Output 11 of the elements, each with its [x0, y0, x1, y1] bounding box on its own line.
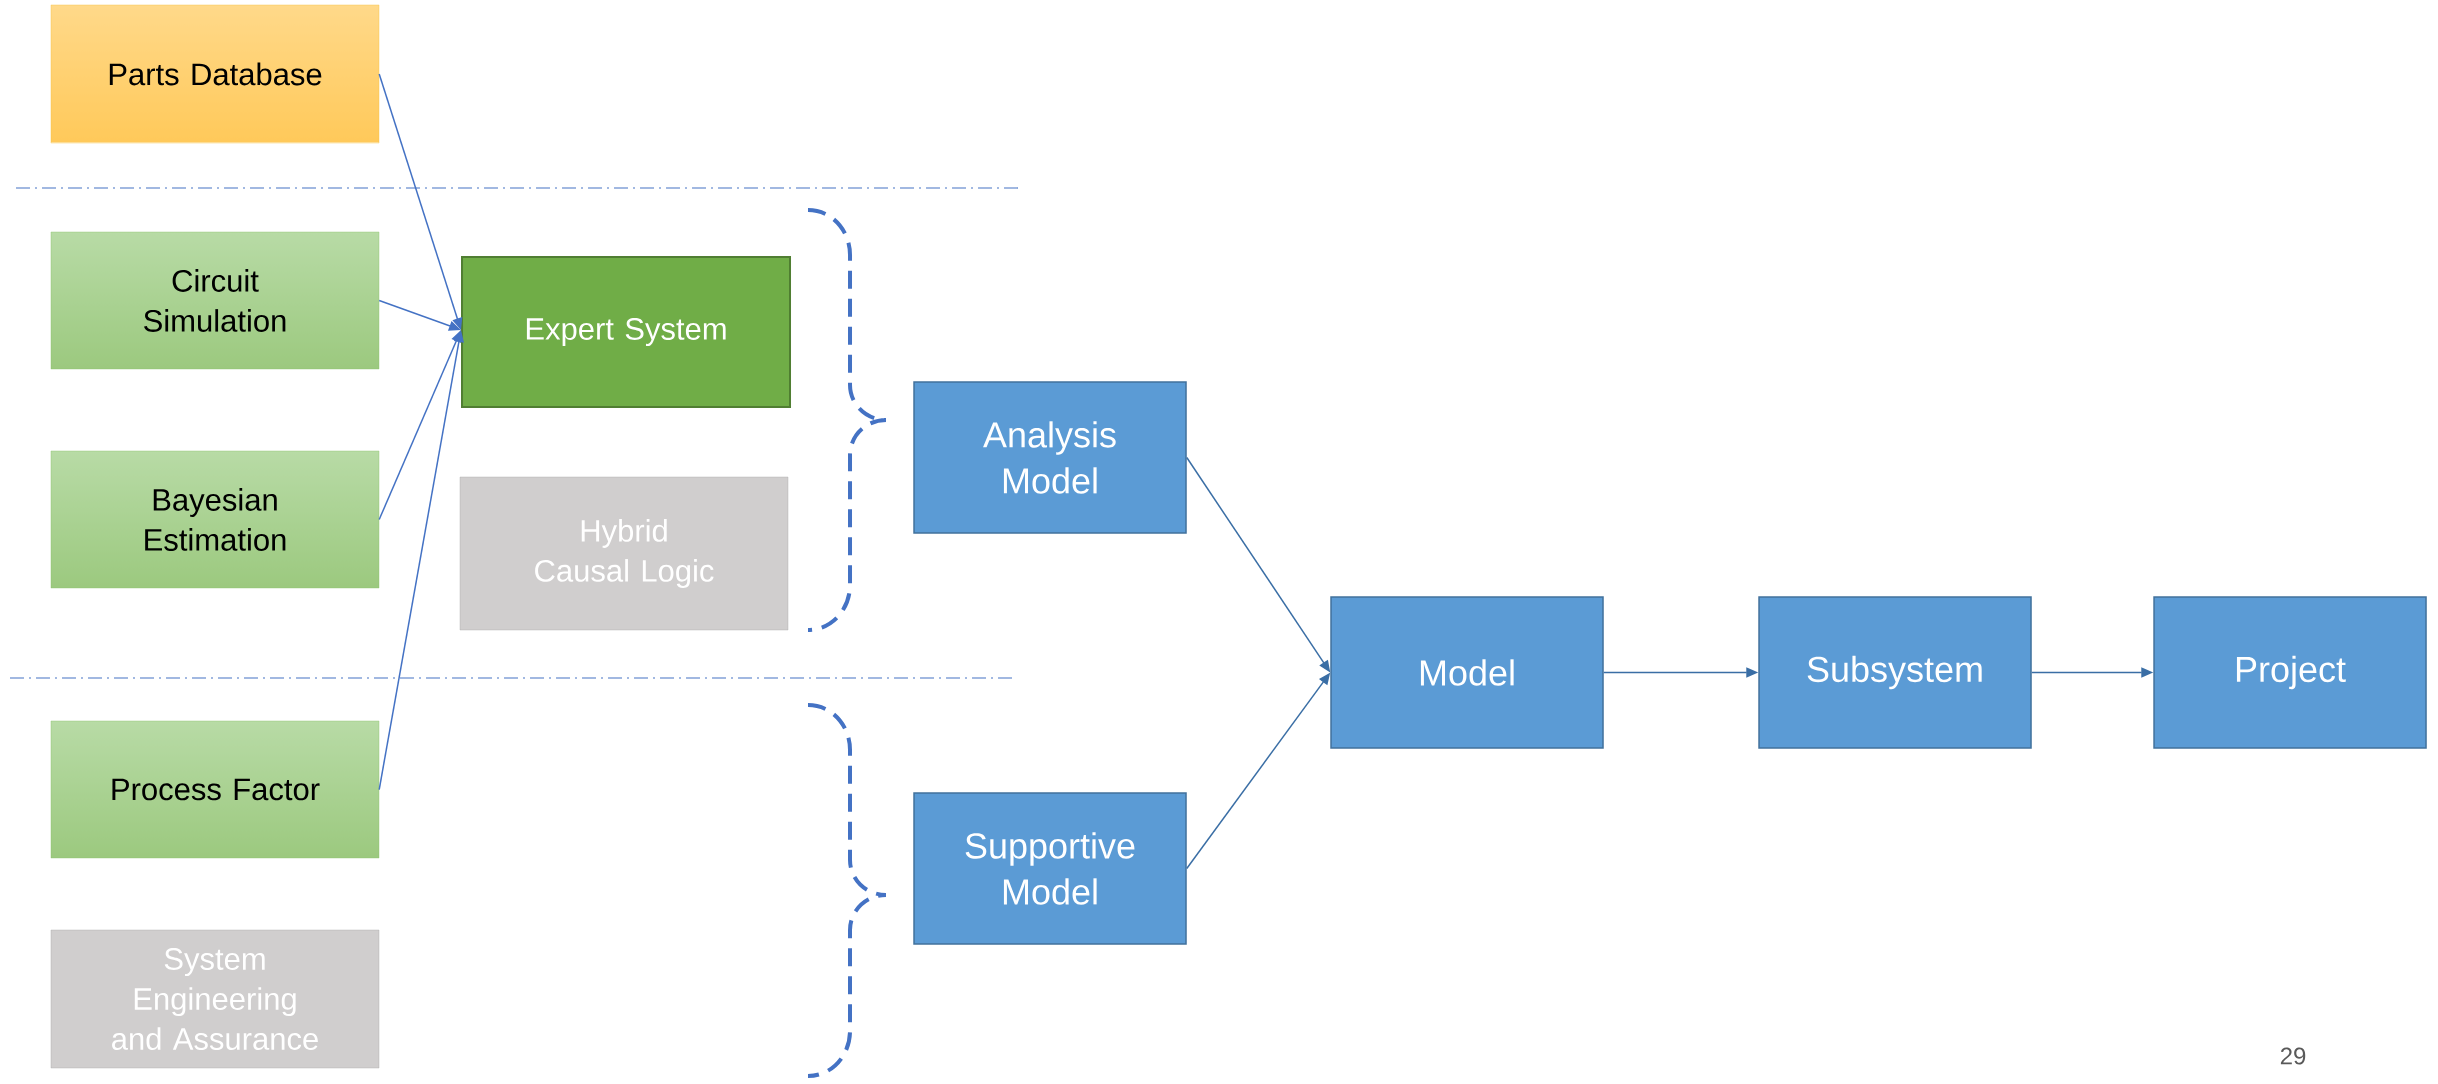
process-box: Model [1330, 596, 1604, 749]
model-box: Supportive Model [913, 792, 1187, 945]
model-box: Analysis Model [913, 381, 1187, 534]
source-box: Circuit Simulation [50, 231, 380, 370]
process-box: Subsystem [1758, 596, 2032, 749]
process-box: Project [2153, 596, 2427, 749]
source-box: Process Factor [50, 720, 380, 859]
page-number: 29 [2280, 1047, 2306, 1065]
method-box: Expert System [461, 256, 791, 408]
source-box: Parts Database [50, 4, 380, 144]
source-box: Bayesian Estimation [50, 450, 380, 589]
